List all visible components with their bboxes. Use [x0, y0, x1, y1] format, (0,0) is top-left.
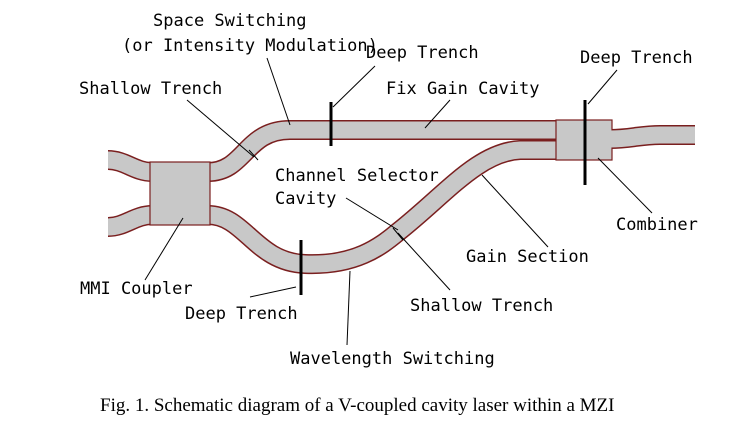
- label-combiner: Combiner: [616, 215, 698, 235]
- lower-arm-waveguide: [207, 141, 565, 273]
- waveguides: [107, 119, 695, 273]
- label-deep-trench-right: Deep Trench: [580, 48, 693, 68]
- label-channel-selector: Channel Selector: [275, 166, 439, 186]
- label-intensity-modulation: (or Intensity Modulation): [122, 36, 378, 56]
- upper-arm-waveguide: [207, 121, 560, 181]
- label-mmi-coupler: MMI Coupler: [80, 279, 193, 299]
- label-gain-section: Gain Section: [466, 247, 589, 267]
- output-waveguide: [609, 126, 695, 148]
- label-shallow-trench-top: Shallow Trench: [79, 79, 222, 99]
- shallow-trench-upper-arm: [248, 149, 259, 161]
- label-fix-gain-cavity: Fix Gain Cavity: [386, 79, 540, 99]
- label-deep-trench-top: Deep Trench: [366, 43, 479, 63]
- figure-caption: Fig. 1. Schematic diagram of a V-coupled…: [100, 395, 614, 416]
- label-cavity: Cavity: [275, 189, 336, 209]
- input-waveguide-top: [107, 151, 153, 181]
- input-waveguide-bottom: [107, 206, 153, 236]
- shallow-trench-lower-arm: [392, 227, 404, 241]
- label-deep-trench-bottom: Deep Trench: [185, 304, 298, 324]
- label-wavelength-switching: Wavelength Switching: [290, 349, 495, 369]
- leader-lines: [144, 57, 653, 346]
- labels: Space Switching (or Intensity Modulation…: [79, 11, 698, 369]
- mmi-coupler-block: [149, 161, 211, 226]
- label-shallow-trench-bottom: Shallow Trench: [410, 296, 553, 316]
- trenches: [248, 100, 587, 295]
- label-space-switching: Space Switching: [153, 11, 307, 31]
